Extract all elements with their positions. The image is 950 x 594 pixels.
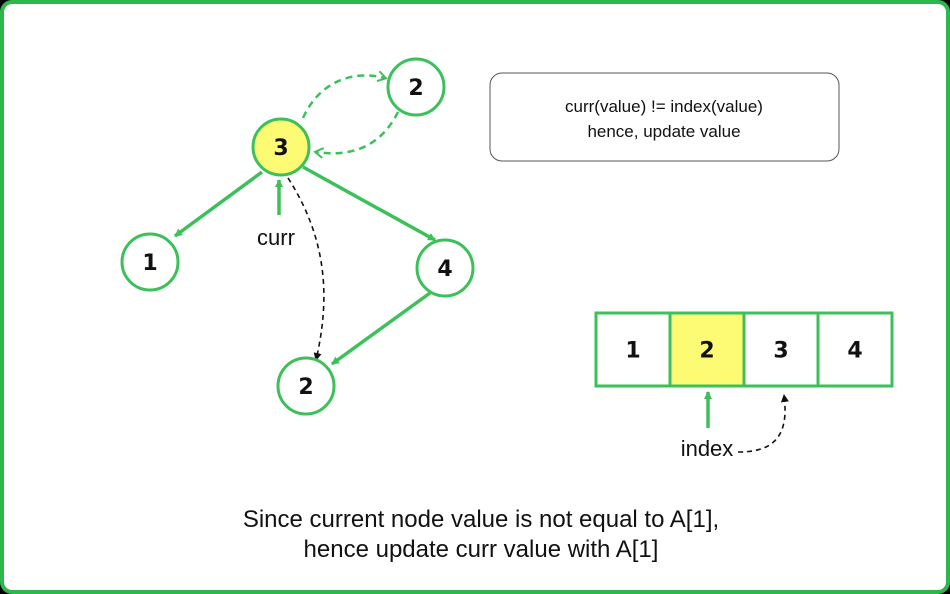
swap-arrow-to-2 bbox=[301, 70, 388, 119]
array-cell-label: 3 bbox=[773, 339, 788, 364]
note-line-2: hence, update value bbox=[587, 122, 740, 141]
array-cell bbox=[742, 311, 820, 388]
node-right-left-label: 2 bbox=[298, 375, 313, 400]
caption-line-1: Since current node value is not equal to… bbox=[243, 506, 719, 533]
array-cell-label: 2 bbox=[699, 339, 714, 364]
array-cell bbox=[816, 311, 894, 388]
index-label: index bbox=[681, 436, 734, 461]
node-swap-label: 2 bbox=[408, 76, 423, 101]
node-root: 3 bbox=[251, 117, 311, 177]
edge-3-to-4 bbox=[302, 165, 436, 242]
node-left-label: 1 bbox=[142, 251, 157, 276]
node-swap: 2 bbox=[386, 57, 446, 117]
edge-3-to-1 bbox=[173, 170, 264, 238]
edge-4-to-2 bbox=[330, 291, 432, 366]
array: 1 2 3 4 bbox=[594, 311, 894, 388]
array-cell bbox=[594, 311, 672, 388]
index-next-arrow bbox=[737, 394, 789, 453]
node-root-label: 3 bbox=[273, 136, 288, 161]
note-line-1: curr(value) != index(value) bbox=[565, 97, 763, 116]
node-right: 4 bbox=[415, 238, 475, 298]
node-right-label: 4 bbox=[437, 257, 452, 282]
node-left: 1 bbox=[120, 232, 180, 292]
node-right-left: 2 bbox=[276, 356, 336, 416]
array-cell-label: 1 bbox=[625, 339, 640, 364]
array-cell-label: 4 bbox=[847, 339, 862, 364]
curr-label: curr bbox=[257, 225, 295, 250]
swap-arrow-from-2 bbox=[313, 111, 400, 159]
array-cell bbox=[668, 311, 746, 388]
caption-line-2: hence update curr value with A[1] bbox=[304, 536, 659, 563]
note-box: curr(value) != index(value) hence, updat… bbox=[489, 72, 840, 162]
